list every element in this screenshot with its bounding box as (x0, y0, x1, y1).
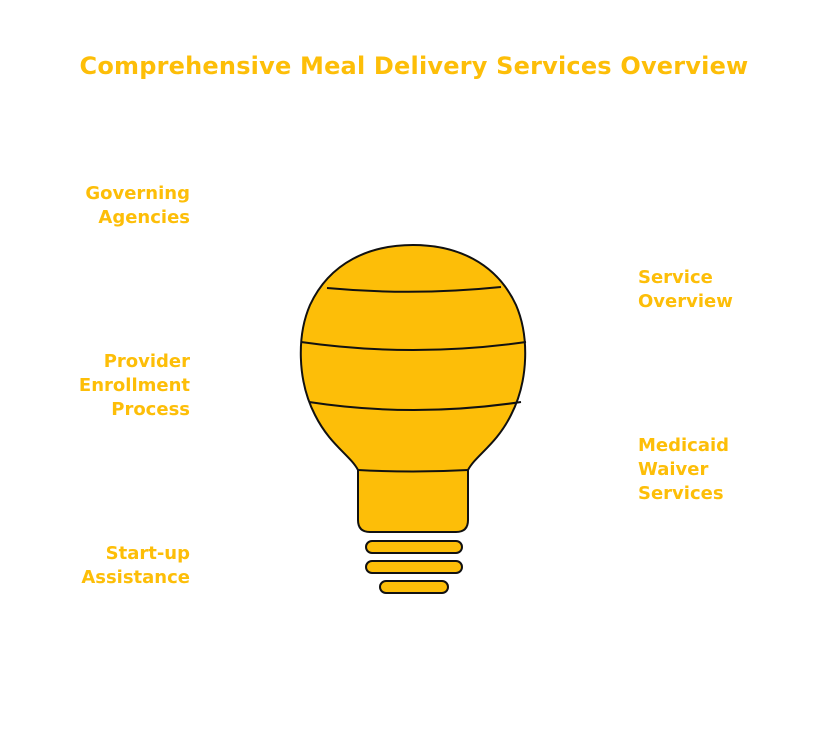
bulb-segment-line-4 (357, 469, 469, 473)
label-governing-agencies: Governing Agencies (85, 183, 190, 228)
diagram-title: Comprehensive Meal Delivery Services Ove… (79, 52, 749, 80)
label-provider-enrollment-process: Provider Enrollment Process (78, 351, 190, 420)
label-start-up-assistance: Start-up Assistance (81, 543, 190, 588)
bulb-segment-line-2 (300, 341, 527, 351)
bulb-base-ring-2 (365, 560, 463, 574)
bulb-base-ring-1 (365, 540, 463, 554)
bulb-body (299, 243, 527, 533)
label-service-overview: Service Overview (638, 267, 733, 312)
bulb-segment-line-3 (308, 401, 522, 411)
label-medicaid-waiver-services: Medicaid Waiver Services (638, 435, 730, 504)
bulb-segment-line-1 (326, 286, 502, 293)
bulb-base-ring-3 (379, 580, 449, 594)
